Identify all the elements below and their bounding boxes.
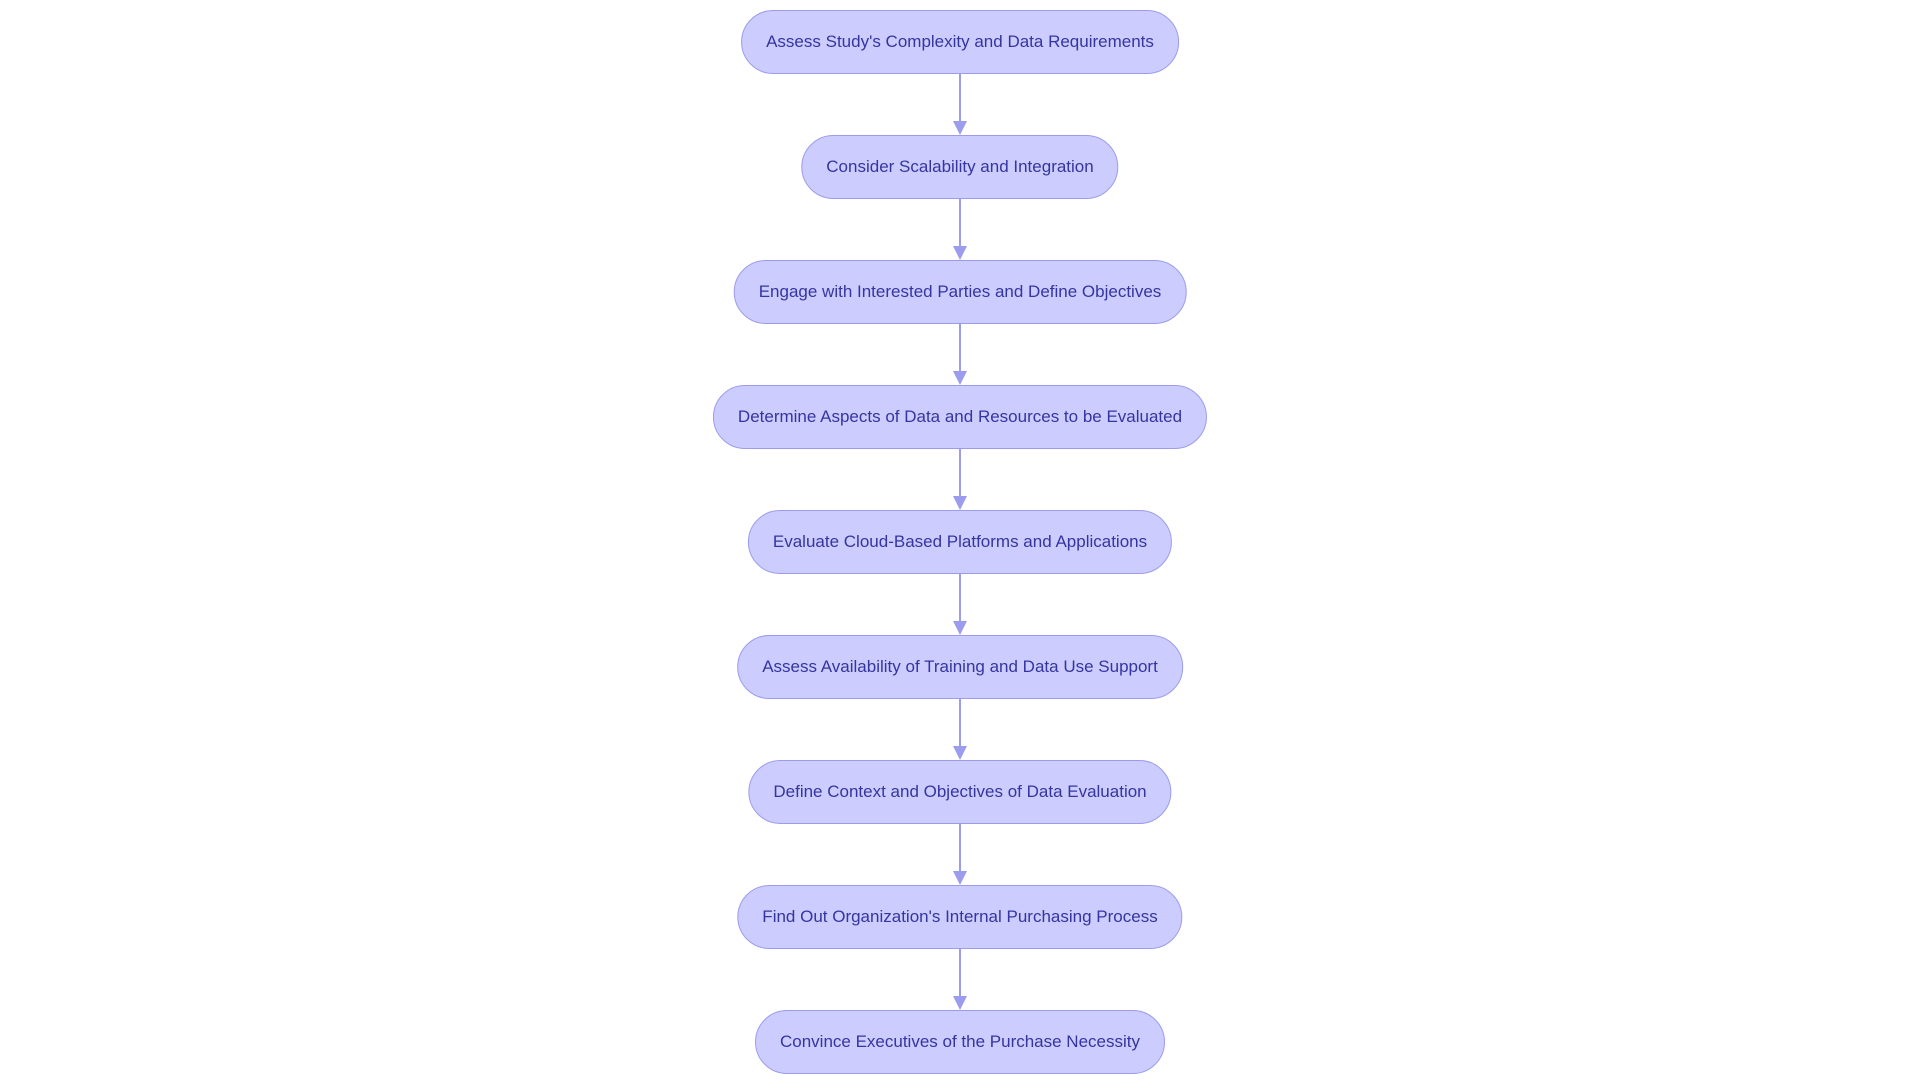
flow-step-8: Find Out Organization's Internal Purchas… — [737, 885, 1183, 949]
arrowhead-icon — [953, 496, 967, 510]
arrowhead-icon — [953, 746, 967, 760]
arrowhead-icon — [953, 871, 967, 885]
arrowhead-icon — [953, 996, 967, 1010]
arrowhead-icon — [953, 371, 967, 385]
flow-step-6: Assess Availability of Training and Data… — [737, 635, 1183, 699]
arrowhead-icon — [953, 246, 967, 260]
flow-step-3: Engage with Interested Parties and Defin… — [733, 260, 1187, 324]
flow-step-5: Evaluate Cloud-Based Platforms and Appli… — [747, 510, 1173, 574]
flow-step-4: Determine Aspects of Data and Resources … — [712, 385, 1208, 449]
flow-step-7: Define Context and Objectives of Data Ev… — [748, 760, 1172, 824]
arrowhead-icon — [953, 121, 967, 135]
arrowhead-icon — [953, 621, 967, 635]
flow-step-1: Assess Study's Complexity and Data Requi… — [741, 10, 1179, 74]
flow-step-2: Consider Scalability and Integration — [801, 135, 1119, 199]
flow-step-9: Convince Executives of the Purchase Nece… — [754, 1010, 1166, 1074]
